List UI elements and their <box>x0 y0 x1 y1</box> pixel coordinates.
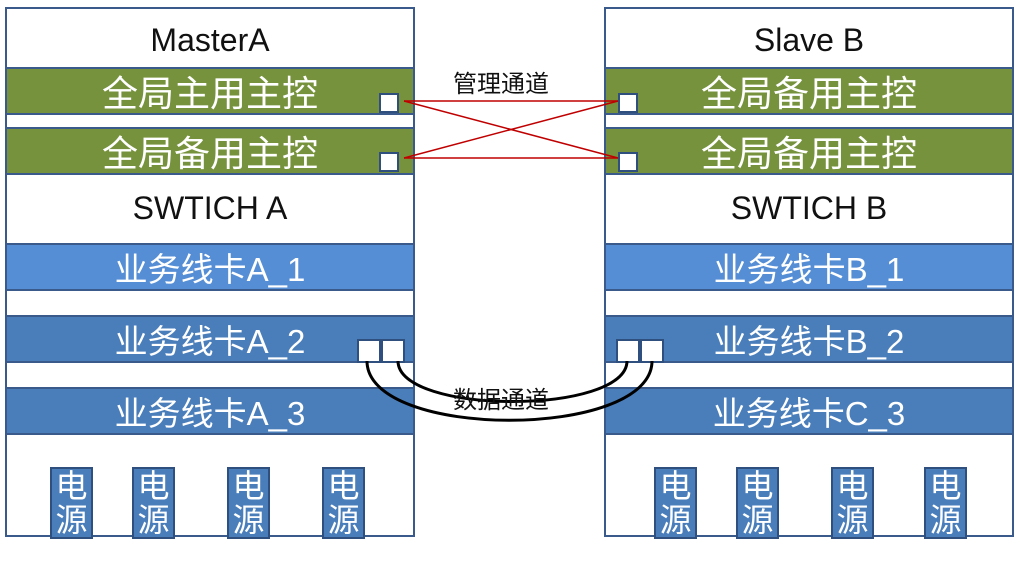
power-supply: 电源 <box>227 467 270 539</box>
power-supply: 电源 <box>50 467 93 539</box>
backup-controller: 全局备用主控 <box>7 127 413 175</box>
data-link <box>365 360 654 422</box>
psu-char: 电 <box>55 468 88 504</box>
backup-controller: 全局备用主控 <box>606 127 1012 175</box>
psu-char: 电 <box>659 468 692 504</box>
chassis-title: MasterA <box>150 21 270 58</box>
mgmt-port <box>379 93 399 113</box>
mgmt-port <box>618 93 638 113</box>
data-channel-label: 数据通道 <box>453 387 549 414</box>
psu-char: 电 <box>836 468 869 504</box>
management-channel-label: 管理通道 <box>453 71 549 98</box>
psu-char: 源 <box>55 502 88 538</box>
psu-char: 源 <box>327 502 360 538</box>
chassis-title: Slave B <box>753 21 865 58</box>
data-links <box>365 360 654 422</box>
management-links <box>403 100 619 159</box>
psu-char: 电 <box>741 468 774 504</box>
line-card-1: 业务线卡B_1 <box>606 243 1012 291</box>
chassis-slave-b: Slave B 全局备用主控 全局备用主控 SWTICH B 业务线卡B_1 业… <box>604 7 1014 539</box>
switch-label: SWTICH B <box>730 189 888 226</box>
line-card-3: 业务线卡C_3 <box>606 387 1012 435</box>
psu-char: 源 <box>137 502 170 538</box>
psu-char: 电 <box>232 468 265 504</box>
primary-controller: 全局主用主控 <box>7 67 413 115</box>
power-supply: 电源 <box>924 467 967 539</box>
power-supply: 电源 <box>831 467 874 539</box>
data-port <box>381 339 405 363</box>
power-supply: 电源 <box>736 467 779 539</box>
power-supply: 电源 <box>654 467 697 539</box>
switch-label: SWTICH A <box>132 189 288 226</box>
data-port <box>357 339 381 363</box>
line-card-3: 业务线卡A_3 <box>7 387 413 435</box>
line-card-1: 业务线卡A_1 <box>7 243 413 291</box>
psu-char: 源 <box>659 502 692 538</box>
line-card-2: 业务线卡A_2 <box>7 315 413 363</box>
psu-char: 源 <box>929 502 962 538</box>
mgmt-port <box>379 152 399 172</box>
power-supply: 电源 <box>322 467 365 539</box>
data-port <box>616 339 640 363</box>
psu-char: 电 <box>327 468 360 504</box>
psu-char: 源 <box>232 502 265 538</box>
chassis-master-a: MasterA 全局主用主控 全局备用主控 SWTICH A 业务线卡A_1 业… <box>5 7 415 539</box>
mgmt-link <box>403 100 619 159</box>
primary-controller: 全局备用主控 <box>606 67 1012 115</box>
psu-char: 电 <box>137 468 170 504</box>
psu-char: 源 <box>836 502 869 538</box>
mgmt-port <box>618 152 638 172</box>
psu-char: 电 <box>929 468 962 504</box>
psu-char: 源 <box>741 502 774 538</box>
power-supply: 电源 <box>132 467 175 539</box>
data-link <box>396 360 629 403</box>
line-card-2: 业务线卡B_2 <box>606 315 1012 363</box>
